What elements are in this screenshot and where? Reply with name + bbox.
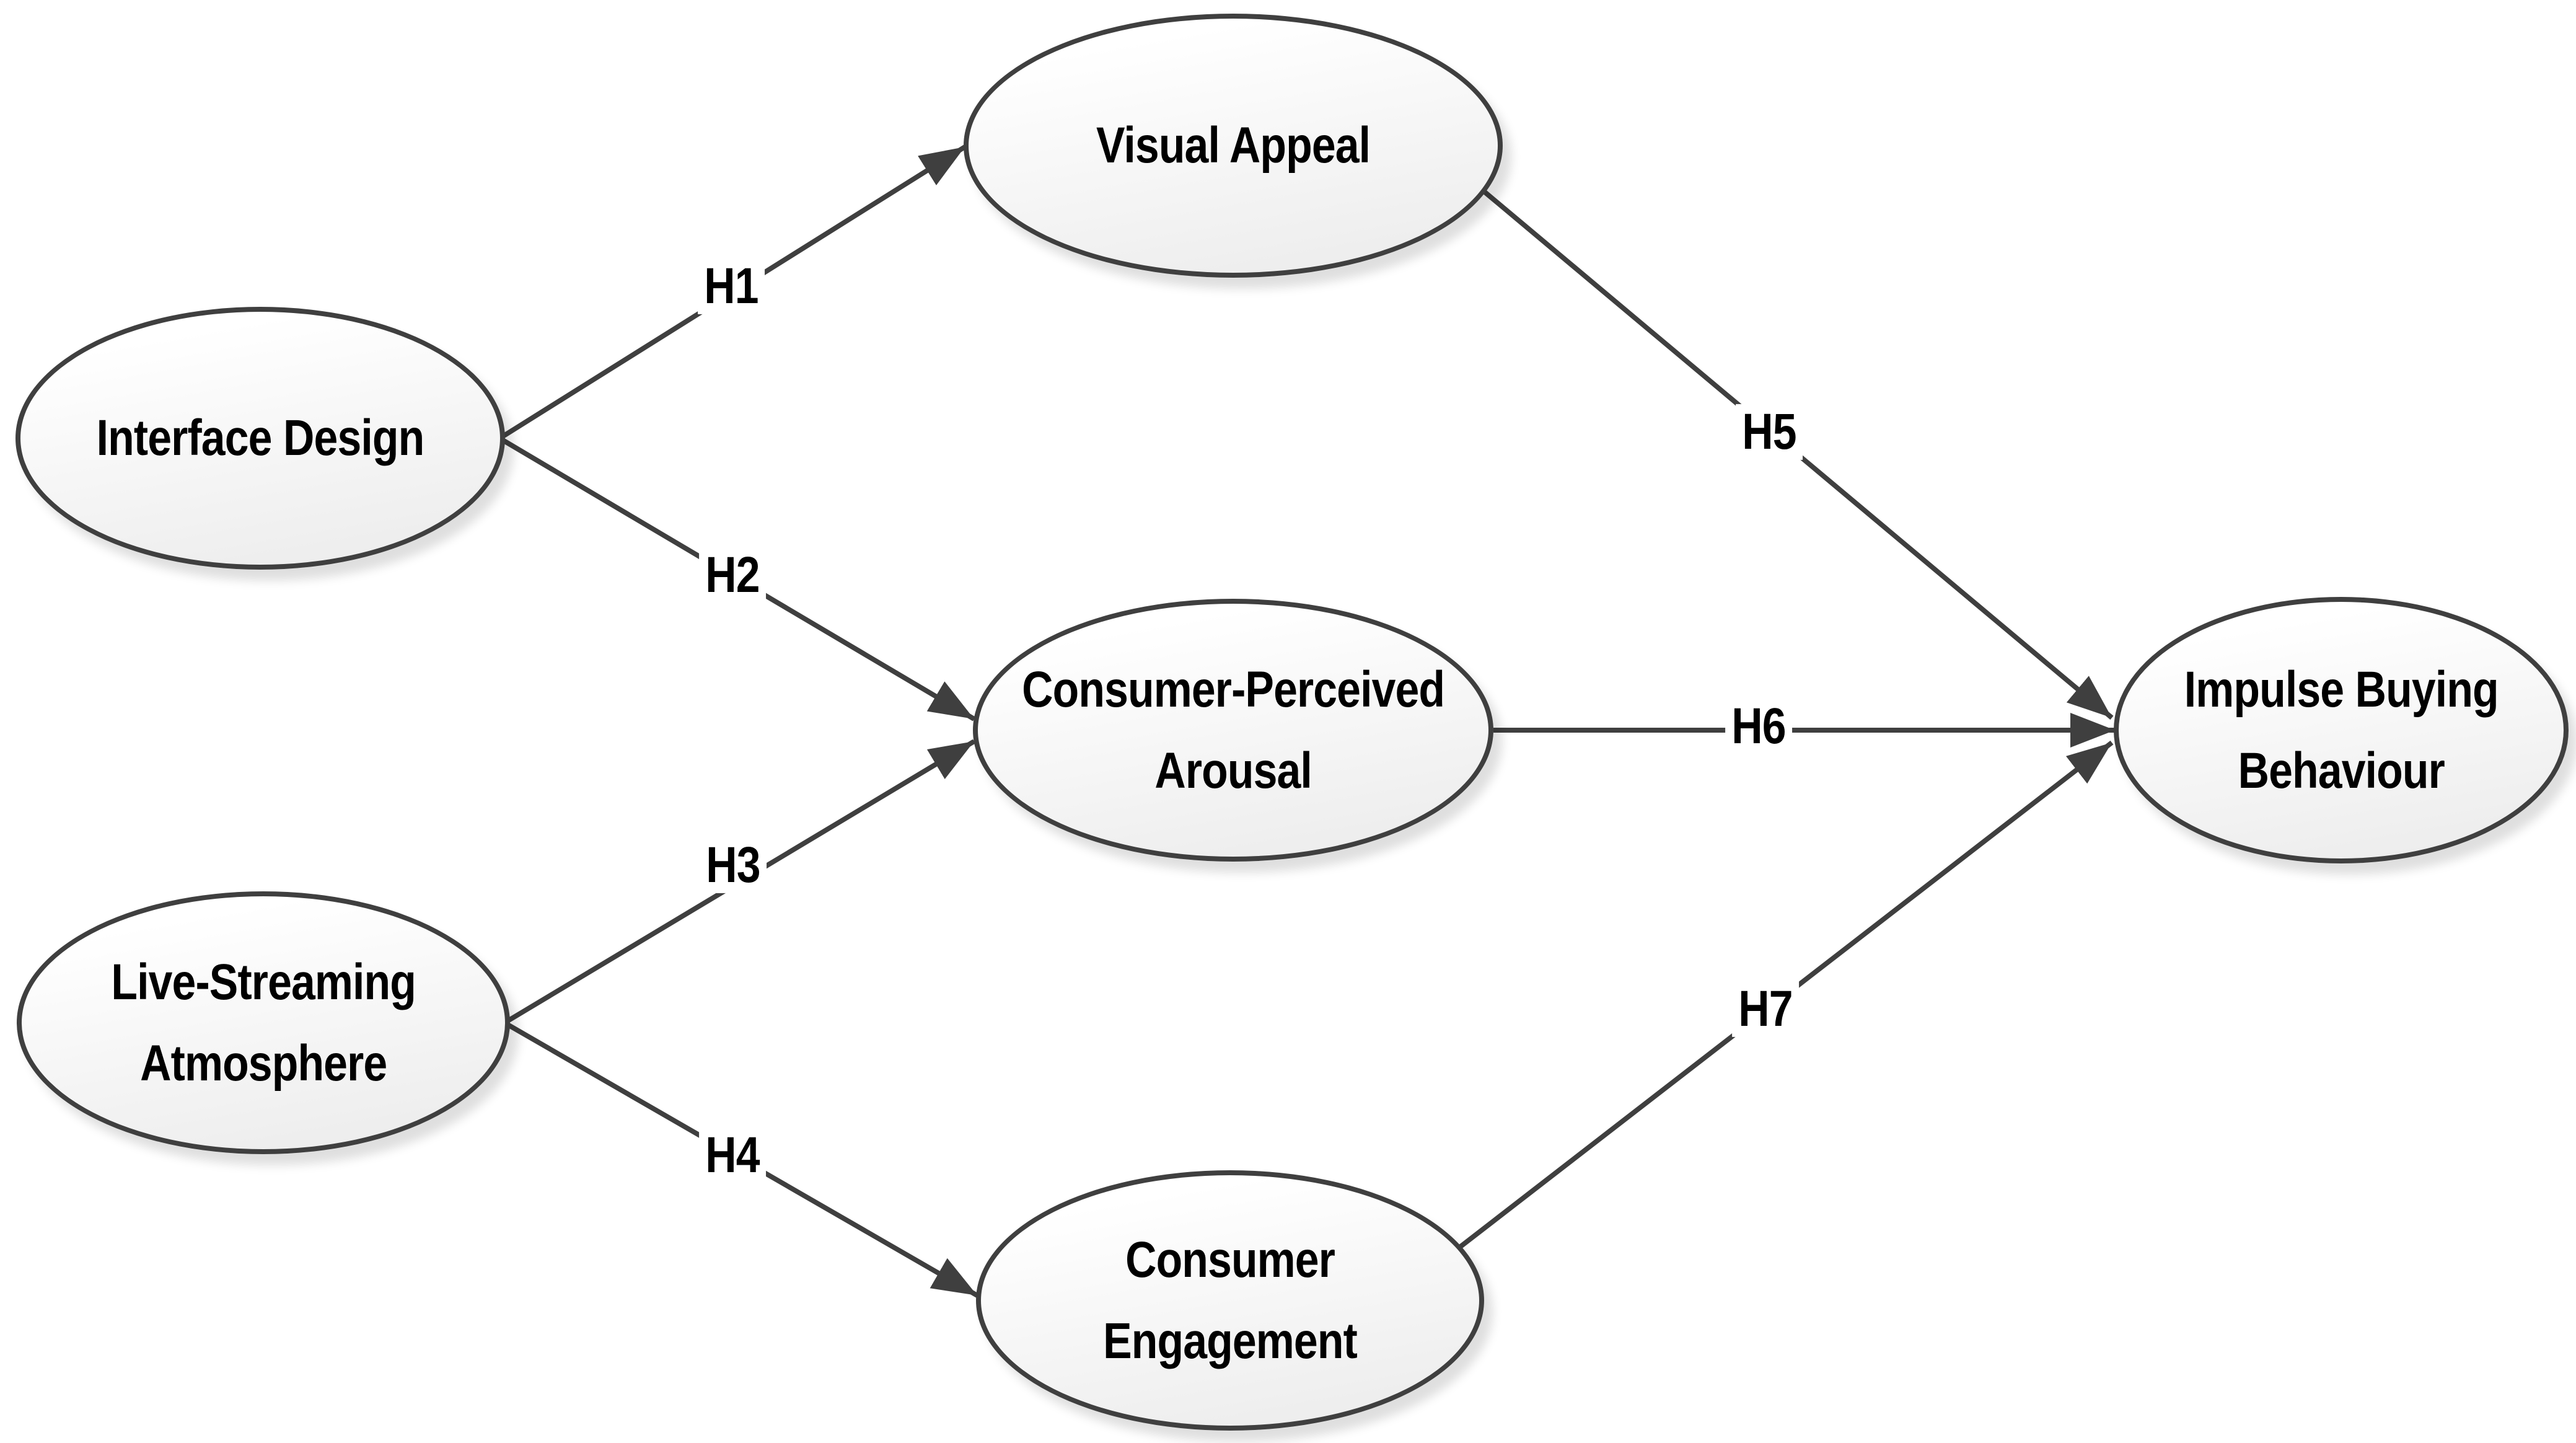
node-label-line: Interface Design: [96, 410, 425, 467]
node-live-streaming-atmosphere: Live-Streaming Atmosphere: [17, 891, 510, 1154]
node-visual-appeal: Visual Appeal: [964, 14, 1503, 278]
node-label-live-streaming-atmosphere: Live-Streaming Atmosphere: [111, 942, 416, 1104]
arrow-label-h5: H5: [1736, 404, 1803, 461]
node-impulse-buying-behaviour: Impulse Buying Behaviour: [2114, 597, 2569, 863]
node-label-line: Live-Streaming: [111, 953, 416, 1010]
node-label-line: Impulse Buying: [2184, 661, 2499, 718]
node-label-line: Visual Appeal: [1096, 117, 1371, 174]
node-label-interface-design: Interface Design: [96, 397, 425, 479]
arrow-label-h6: H6: [1725, 698, 1792, 755]
node-label-consumer-engagement: Consumer Engagement: [1103, 1219, 1358, 1382]
arrow-label-h2: H2: [699, 547, 766, 604]
node-consumer-perceived-arousal: Consumer-Perceived Arousal: [973, 599, 1493, 862]
arrow-label-h7: H7: [1732, 981, 1799, 1038]
node-label-impulse-buying-behaviour: Impulse Buying Behaviour: [2184, 649, 2499, 811]
node-interface-design: Interface Design: [15, 307, 505, 570]
node-label-visual-appeal: Visual Appeal: [1096, 105, 1371, 186]
arrow-label-h1: H1: [698, 258, 765, 315]
node-label-line: Arousal: [1154, 743, 1312, 799]
node-label-line: Atmosphere: [139, 1035, 387, 1092]
node-label-line: Consumer-Perceived: [1022, 661, 1445, 718]
node-label-line: Consumer: [1125, 1231, 1335, 1288]
arrow-label-h3: H3: [700, 837, 767, 894]
node-label-line: Engagement: [1103, 1313, 1358, 1369]
node-consumer-engagement: Consumer Engagement: [976, 1170, 1484, 1431]
node-label-consumer-perceived-arousal: Consumer-Perceived Arousal: [1022, 649, 1445, 811]
node-label-line: Behaviour: [2238, 743, 2445, 799]
arrow-label-h4: H4: [699, 1127, 766, 1184]
